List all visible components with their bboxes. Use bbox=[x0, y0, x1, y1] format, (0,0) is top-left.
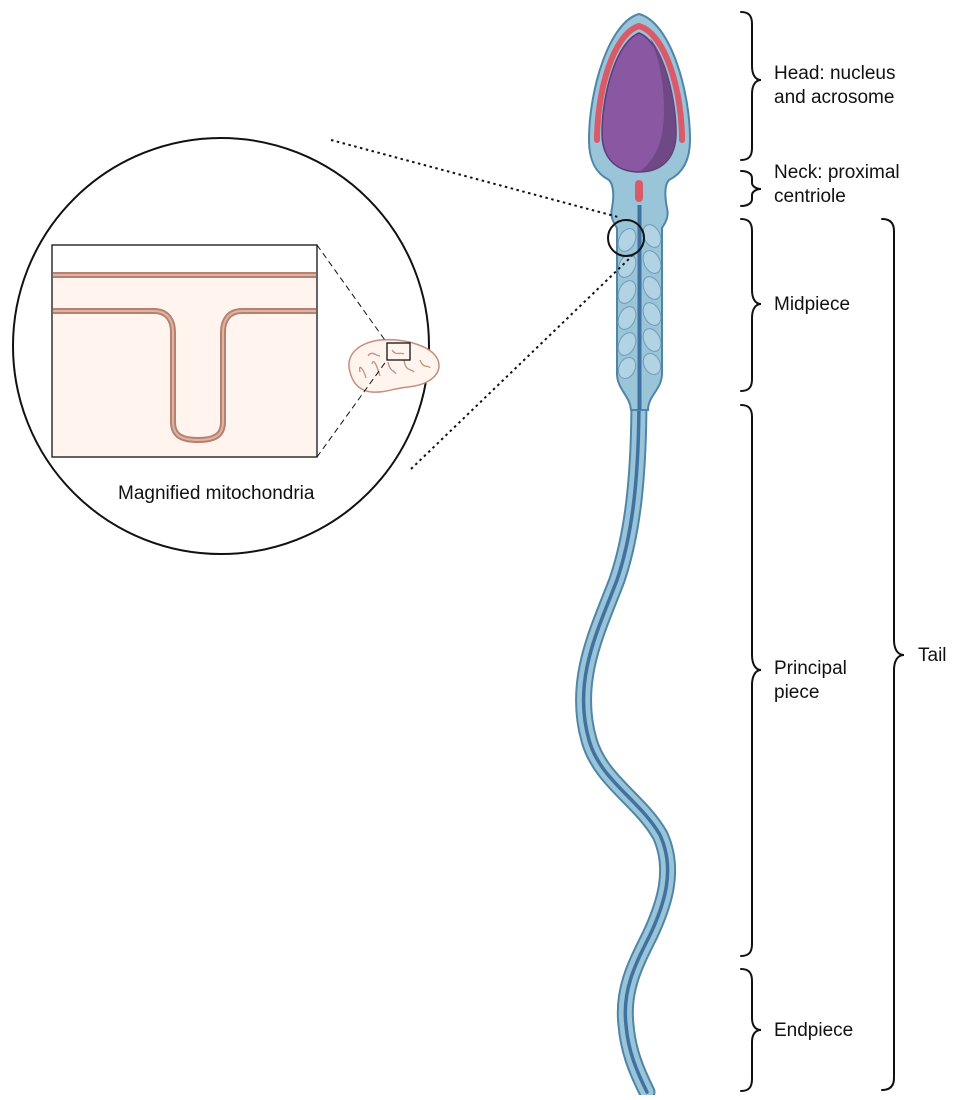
principal-piece-brace bbox=[741, 405, 761, 956]
neck-brace bbox=[741, 171, 761, 206]
endpiece-label: Endpiece bbox=[774, 1019, 853, 1043]
membrane-inset bbox=[52, 245, 317, 457]
head-label: Head: nucleus and acrosome bbox=[774, 62, 895, 110]
head-label-line-1: Head: nucleus bbox=[774, 62, 895, 86]
principal-piece-label-line-2: piece bbox=[774, 681, 847, 705]
endpiece-brace bbox=[741, 969, 761, 1091]
sperm-tail bbox=[583, 395, 667, 1092]
head-label-line-2: and acrosome bbox=[774, 86, 895, 110]
zoom-line-bottom bbox=[411, 256, 632, 469]
neck-label: Neck: proximal centriole bbox=[774, 161, 900, 209]
principal-piece-label-line-1: Principal bbox=[774, 657, 847, 681]
midpiece-label: Midpiece bbox=[774, 293, 850, 317]
neck-label-line-1: Neck: proximal bbox=[774, 161, 900, 185]
tail-label: Tail bbox=[918, 644, 947, 668]
principal-piece-label: Principal piece bbox=[774, 657, 847, 705]
tail-brace bbox=[882, 219, 904, 1090]
zoom-callout bbox=[13, 138, 644, 554]
head-brace bbox=[741, 12, 761, 160]
proximal-centriole bbox=[635, 180, 643, 202]
magnified-mitochondria-caption: Magnified mitochondria bbox=[118, 482, 314, 506]
midpiece-brace bbox=[741, 219, 761, 391]
sperm-body bbox=[589, 14, 690, 410]
neck-label-line-2: centriole bbox=[774, 185, 900, 209]
